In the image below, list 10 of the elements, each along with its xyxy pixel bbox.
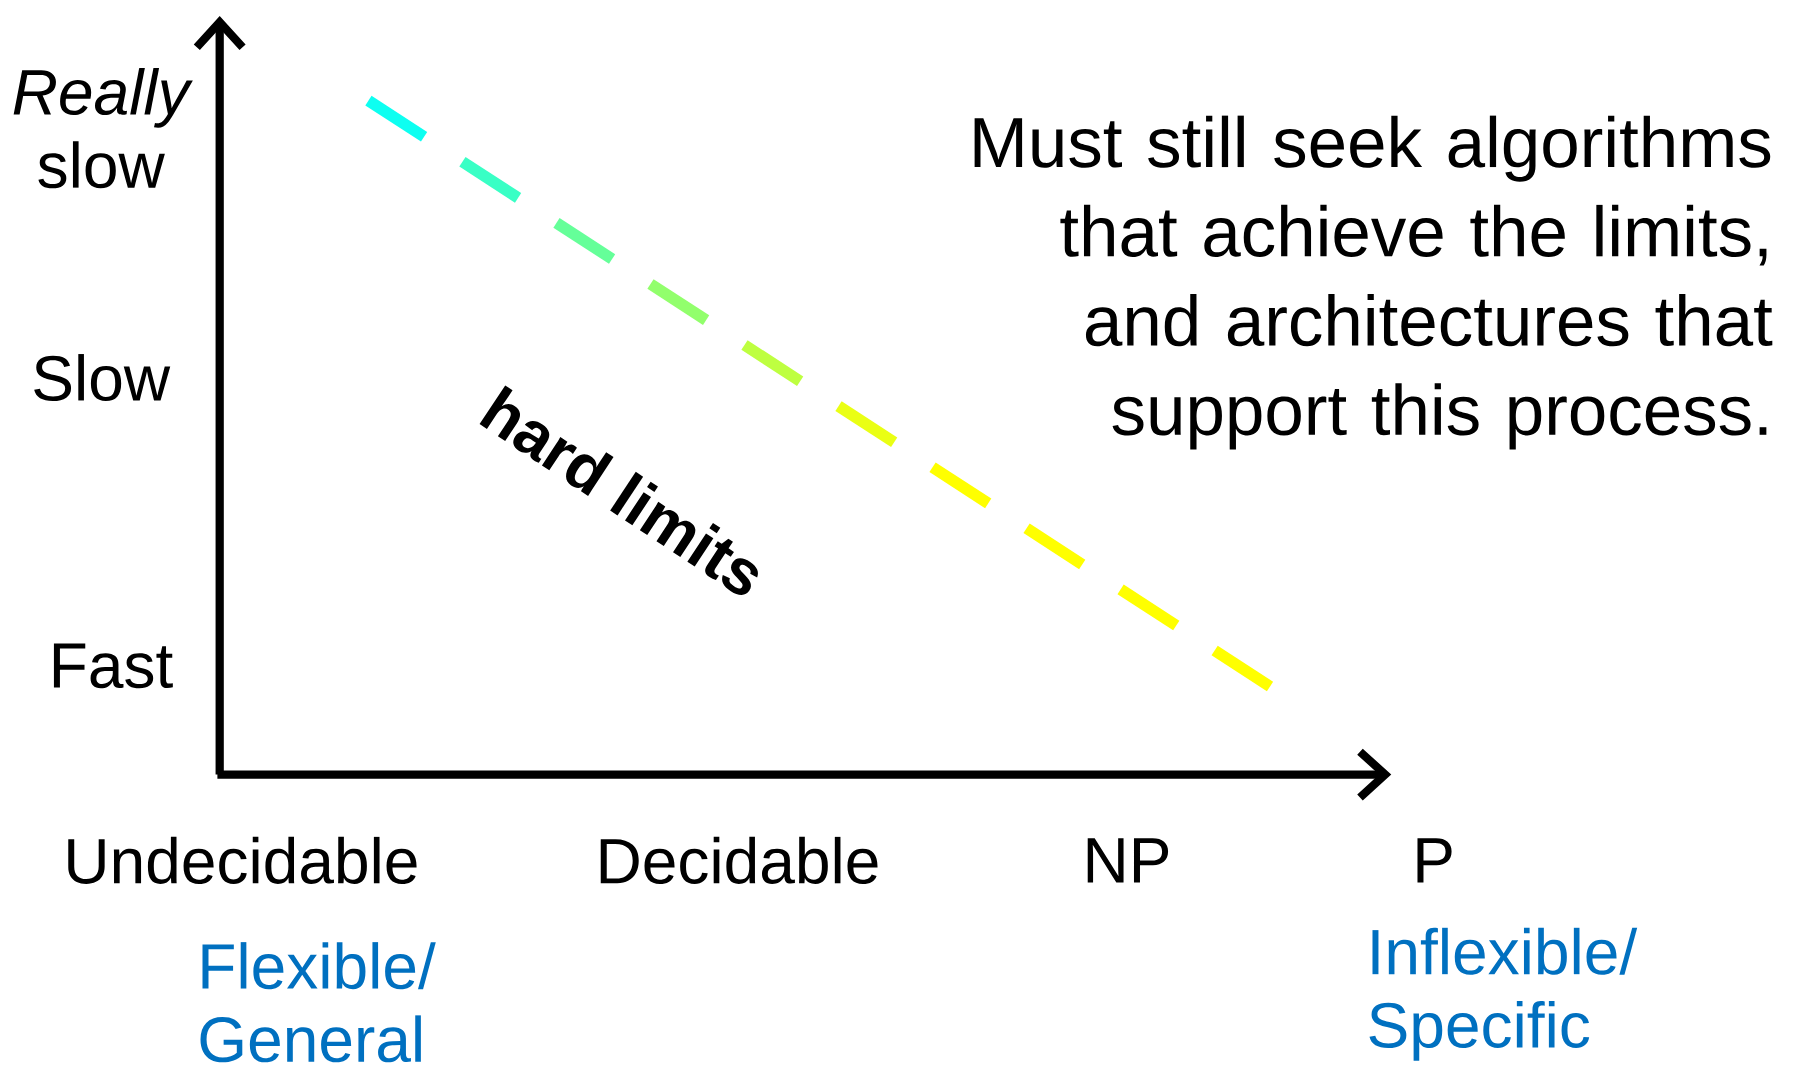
axis-label: Inflexible/ Specific [1369, 927, 1638, 1061]
axis-label: Really slow [13, 68, 193, 189]
axis-label: Flexible/ General [200, 942, 436, 1063]
axis-label: NP [1087, 838, 1169, 883]
axis-label: Fast [53, 643, 173, 689]
axis-label: P [1417, 838, 1452, 883]
note-text: Must still seek algorithms that achieve the limits, and architectures that support this process. [974, 115, 1773, 450]
axis-label: Undecidable [68, 836, 417, 884]
axis-label: Slow [34, 354, 171, 402]
axis-label: Decidable [600, 836, 878, 884]
